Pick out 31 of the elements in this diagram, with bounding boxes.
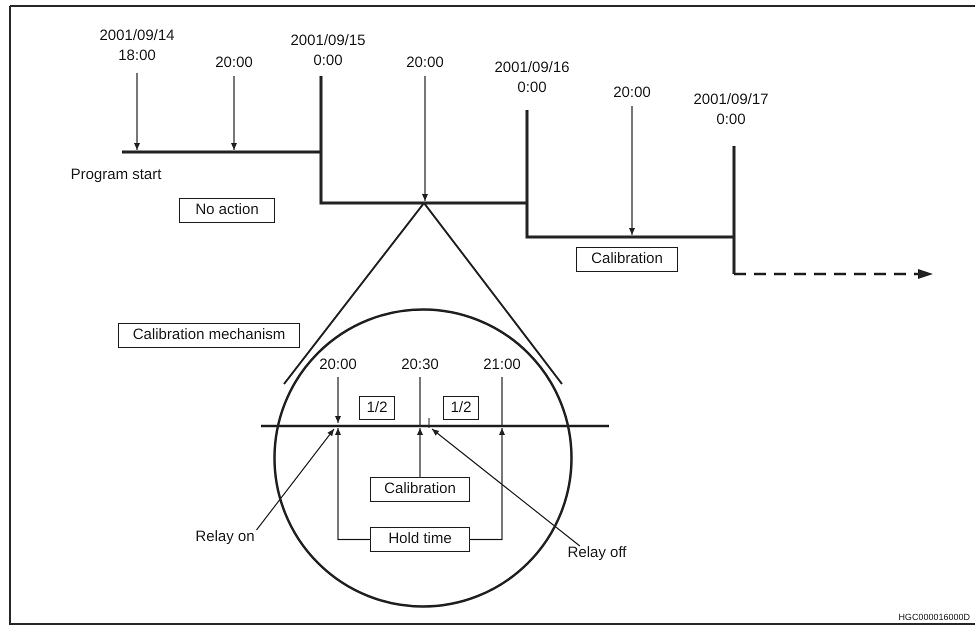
arrow bbox=[629, 106, 635, 235]
time-label: 20:30 bbox=[398, 355, 442, 375]
event-label: Program start bbox=[70, 165, 162, 185]
arrow bbox=[422, 76, 428, 201]
connector-line bbox=[419, 377, 421, 426]
arrow bbox=[470, 428, 505, 540]
ratio-label: 1/2 bbox=[443, 396, 479, 420]
time-label: 20:00 bbox=[212, 53, 256, 73]
event-label: Calibration bbox=[370, 477, 470, 502]
event-label: Relay on bbox=[190, 527, 260, 547]
event-label: Relay off bbox=[558, 543, 636, 563]
arrow bbox=[134, 73, 140, 150]
time-label: 20:00 bbox=[403, 53, 447, 73]
connector-line bbox=[501, 377, 503, 426]
time-label: 2001/09/14 18:00 bbox=[97, 26, 177, 70]
event-label: Hold time bbox=[370, 527, 470, 552]
time-label: 20:00 bbox=[316, 355, 360, 375]
time-label: 21:00 bbox=[480, 355, 524, 375]
section-label: Calibration mechanism bbox=[118, 323, 300, 348]
time-label: 20:00 bbox=[610, 83, 654, 103]
arrow bbox=[432, 428, 580, 546]
arrow bbox=[231, 76, 237, 150]
time-label: 2001/09/17 0:00 bbox=[692, 90, 770, 130]
arrow bbox=[335, 377, 341, 423]
arrow bbox=[335, 428, 370, 540]
time-label: 2001/09/15 0:00 bbox=[289, 31, 367, 71]
ratio-label: 1/2 bbox=[359, 396, 395, 420]
arrow bbox=[417, 428, 423, 477]
time-label: 2001/09/16 0:00 bbox=[493, 58, 571, 98]
figure-code: HGC000016000D bbox=[897, 611, 970, 623]
arrow bbox=[256, 428, 334, 530]
